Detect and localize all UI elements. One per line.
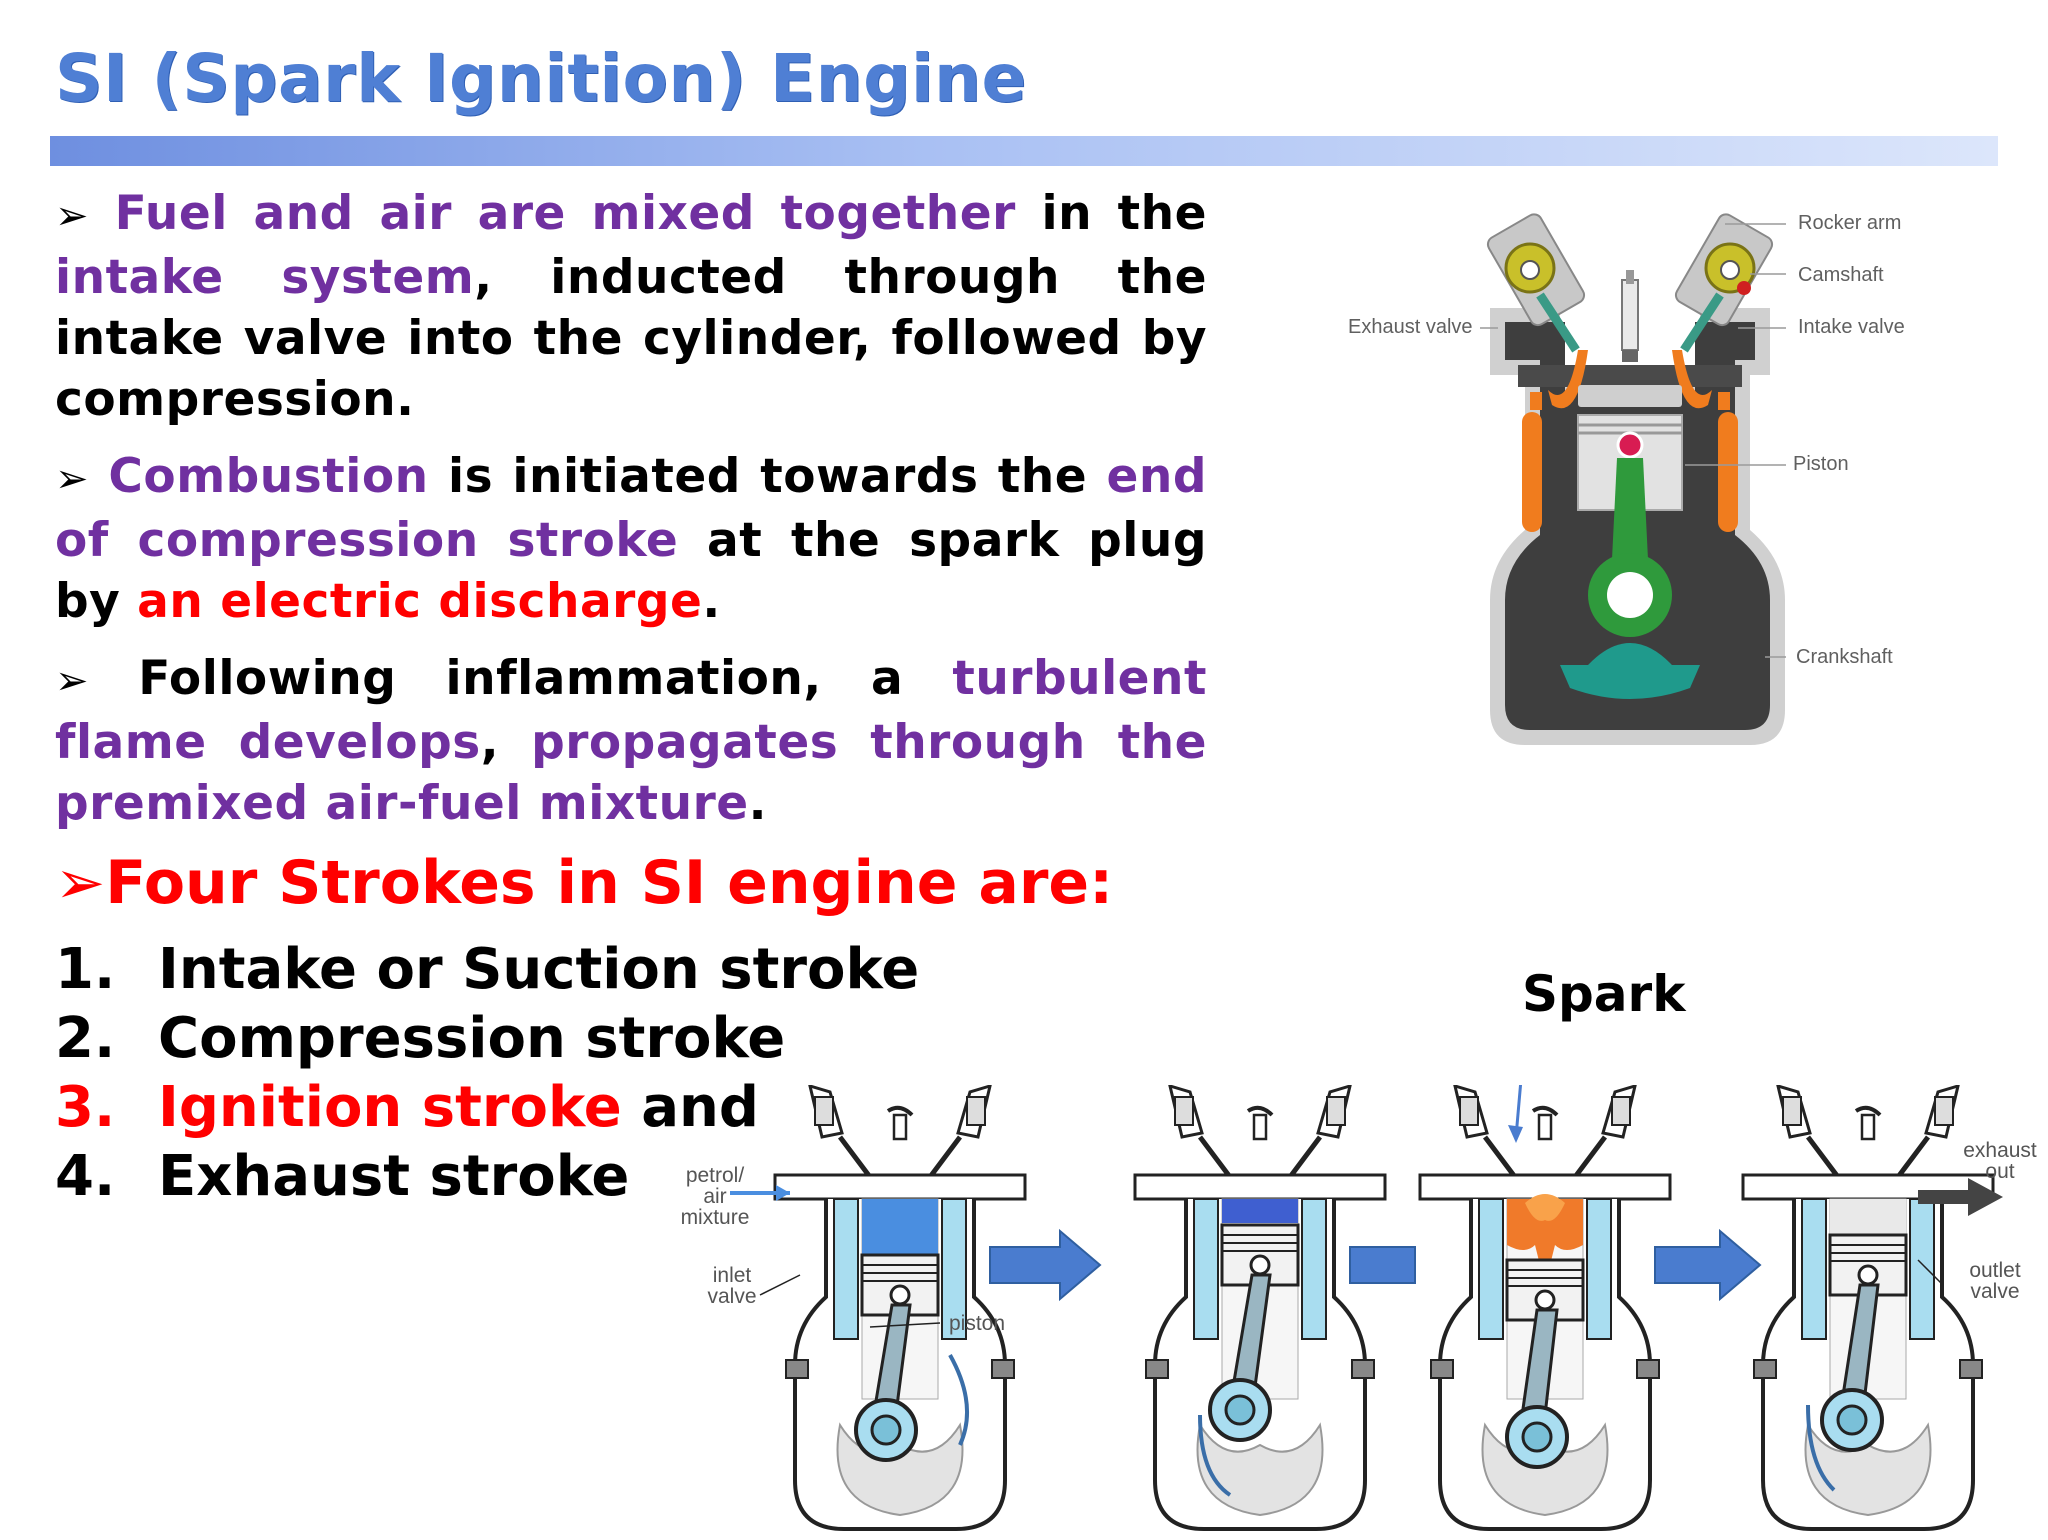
bullet-arrow-icon: ➢ <box>55 658 90 704</box>
list-item: 3. Ignition stroke and <box>55 1073 919 1142</box>
text-fuel-air-mixed: Fuel and air are mixed together <box>114 186 1016 241</box>
list-item: 2. Compression stroke <box>55 1004 919 1073</box>
label-inlet-valve: inlet valve <box>707 1264 757 1308</box>
label-exhaust-valve: Exhaust valve <box>1348 316 1473 338</box>
text-intake-system: intake system <box>55 250 475 305</box>
label-petrol-air-mixture: petrol/ air mixture <box>680 1164 750 1229</box>
label-piston: piston <box>948 1312 1006 1335</box>
label-piston: Piston <box>1793 453 1849 475</box>
text-segment: , <box>480 715 532 770</box>
four-stroke-diagram: petrol/ air mixture inlet valve piston e… <box>670 1044 2048 1536</box>
text-segment: in the <box>1015 186 1207 241</box>
list-text: Exhaust stroke <box>158 1144 630 1209</box>
text-electric-discharge: an electric discharge <box>137 574 703 629</box>
list-number: 3. <box>55 1075 116 1140</box>
text-segment: at the spark plug by <box>55 513 1207 629</box>
bullet-combustion: ➢ Combustion is initiated towards the en… <box>55 446 1207 632</box>
text-end-of-compression: end of compression stroke <box>55 449 1207 568</box>
engine-cross-section-image <box>1480 213 1786 745</box>
stroke-list: 1. Intake or Suction stroke 2. Compression… <box>55 935 919 1211</box>
label-outlet-valve: outlet valve <box>1969 1259 2021 1303</box>
text-segment: Following inflammation, a <box>138 651 953 706</box>
list-number: 2. <box>55 1006 116 1071</box>
label-camshaft: Camshaft <box>1798 264 1884 286</box>
text-turbulent-flame: turbulent flame develops <box>55 651 1207 770</box>
list-item: 1. Intake or Suction stroke <box>55 935 919 1004</box>
title-underline-bar <box>50 136 1998 166</box>
list-suffix: and <box>621 1075 759 1140</box>
spark-label: Spark <box>1522 965 1686 1023</box>
text-combustion: Combustion <box>108 449 429 504</box>
four-strokes-heading: ➢Four Strokes in SI engine are: <box>55 848 1114 918</box>
bullet-intake: ➢ Fuel and air are mixed together in the… <box>55 183 1207 430</box>
list-number: 4. <box>55 1144 116 1209</box>
label-crankshaft: Crankshaft <box>1796 646 1893 668</box>
text-segment: . <box>748 776 767 831</box>
bullet-flame: ➢ Following inflammation, a turbulent fl… <box>55 648 1207 834</box>
bullet-arrow-icon: ➢ <box>55 193 90 239</box>
label-rocker-arm: Rocker arm <box>1798 212 1902 234</box>
list-text: Compression stroke <box>158 1006 786 1071</box>
list-text: Ignition stroke <box>158 1075 622 1140</box>
text-segment: . <box>702 574 721 629</box>
list-text: Intake or Suction stroke <box>158 937 920 1002</box>
four-stroke-sequence-image <box>730 1044 2003 1536</box>
bullet-arrow-icon: ➢ <box>55 456 90 502</box>
slide-title: SI (Spark Ignition) Engine <box>55 40 1027 117</box>
engine-diagram: Rocker arm Camshaft Intake valve Exhaust… <box>1340 200 1920 770</box>
text-segment: is initiated towards the <box>428 449 1107 504</box>
label-intake-valve: Intake valve <box>1798 316 1905 338</box>
list-number: 1. <box>55 937 116 1002</box>
list-item: 4. Exhaust stroke <box>55 1142 919 1211</box>
text-propagates: propagates through the premixed air-fuel… <box>55 715 1207 831</box>
label-exhaust-out: exhaust out <box>1963 1139 2037 1183</box>
text-segment: , inducted through the intake valve into… <box>55 250 1207 427</box>
